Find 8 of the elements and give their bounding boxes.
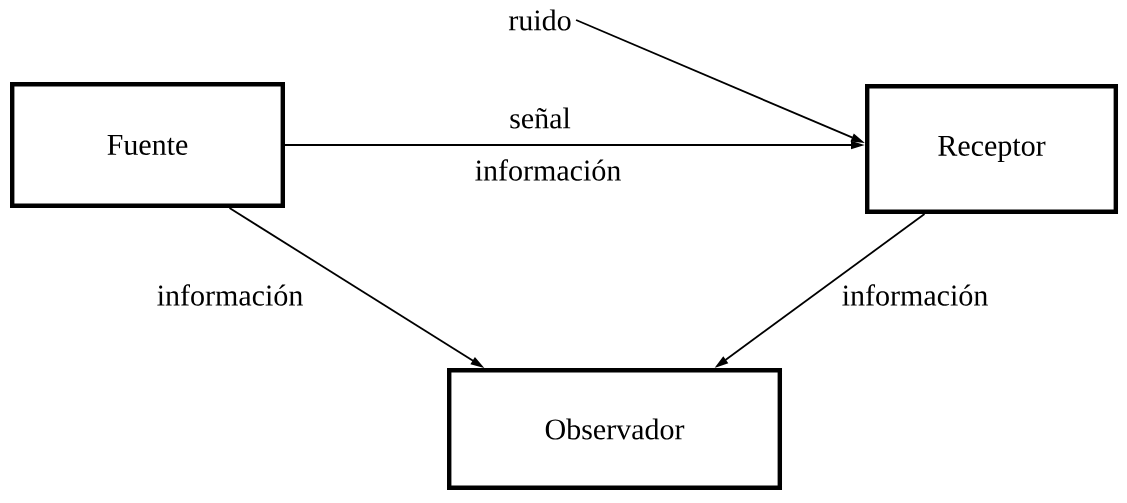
edge-label: información [839, 282, 991, 308]
process-box: Observador [447, 368, 783, 490]
edge-label: señal [507, 105, 573, 131]
line-caption: información [472, 157, 624, 183]
process-box: Fuente [10, 82, 285, 208]
edge-label: información [154, 282, 306, 308]
noise-label: ruido [508, 9, 571, 31]
process-box: Receptor [865, 84, 1118, 214]
